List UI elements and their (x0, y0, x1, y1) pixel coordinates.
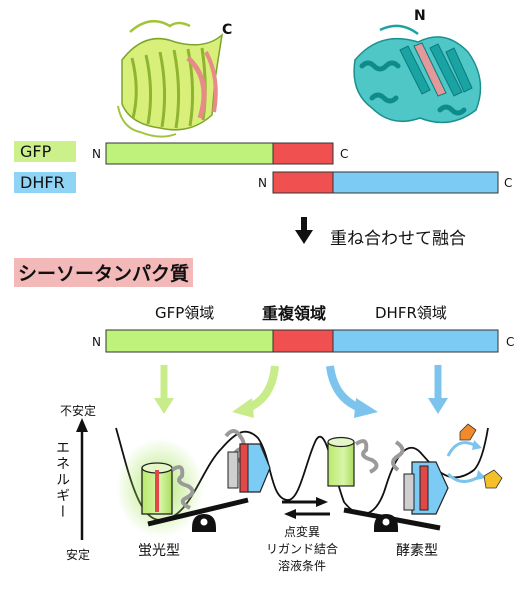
gfp-region-label: GFP領域 (155, 304, 215, 322)
dhfr-structure-image (353, 24, 482, 124)
energy-unstable-label: 不安定 (60, 404, 97, 418)
unfolded-dhfr-icon-left (224, 429, 271, 493)
fusion-dhfr-segment (332, 329, 499, 353)
dhfr-down-arrow-icon (428, 365, 448, 414)
fusion-c-terminal: C (506, 335, 515, 349)
catalysis-cycle-icon (446, 440, 486, 483)
seesaw-protein-title: シーソータンパク質 (14, 258, 194, 287)
dhfr-structure-terminal-label: N (414, 8, 426, 24)
enzyme-state-label: 酵素型 (396, 543, 438, 559)
substrate-ligand-icon (459, 423, 477, 441)
fulcrum-left-icon (192, 514, 216, 532)
equilibrium-arrows-icon (282, 497, 330, 519)
fluorescent-protein-icon (141, 462, 195, 515)
dhfr-c-terminal: C (504, 176, 513, 190)
dhfr-n-terminal: N (258, 176, 267, 190)
fluorescent-state-label: 蛍光型 (138, 543, 180, 559)
gfp-down-arrow-icon (154, 365, 174, 414)
energy-axis-label: エネルギー (54, 440, 70, 520)
gfp-tag: GFP (14, 141, 76, 162)
fusion-step-label: 重ね合わせて融合 (330, 229, 466, 249)
condition-ligand-binding: リガンド結合 (265, 542, 338, 556)
fusion-gfp-segment (105, 329, 274, 353)
overlap-region-label: 重複領域 (262, 304, 327, 323)
dhfr-tag: DHFR (14, 172, 76, 193)
dhfr-bar-segment (332, 171, 499, 194)
energy-stable-label: 安定 (66, 548, 91, 562)
switch-conditions: 点変異 リガンド結合 溶液条件 (246, 524, 358, 575)
enzyme-protein-icon (391, 440, 449, 515)
condition-point-mutation: 点変異 (283, 525, 320, 539)
gfp-c-terminal: C (340, 147, 349, 161)
product-ligand-icon (483, 469, 503, 489)
fulcrum-right-icon (374, 514, 398, 532)
down-arrow-icon (295, 217, 313, 244)
gfp-structure-image (117, 19, 224, 138)
overlap-to-gfp-curved-arrow-icon (232, 365, 279, 418)
fusion-n-terminal: N (92, 335, 101, 349)
seesaw-lever-left (147, 497, 249, 527)
unfolded-gfp-icon-right (327, 436, 379, 487)
gfp-bar-segment (105, 142, 274, 165)
dhfr-region-label: DHFR領域 (375, 304, 447, 322)
condition-solution: 溶液条件 (277, 559, 326, 573)
overlap-to-dhfr-curved-arrow-icon (326, 365, 378, 418)
gfp-structure-terminal-label: C (222, 22, 233, 38)
gfp-overlap-segment (272, 142, 334, 165)
dhfr-overlap-segment (272, 171, 334, 194)
fusion-overlap-segment (272, 329, 334, 353)
gfp-n-terminal: N (92, 147, 101, 161)
